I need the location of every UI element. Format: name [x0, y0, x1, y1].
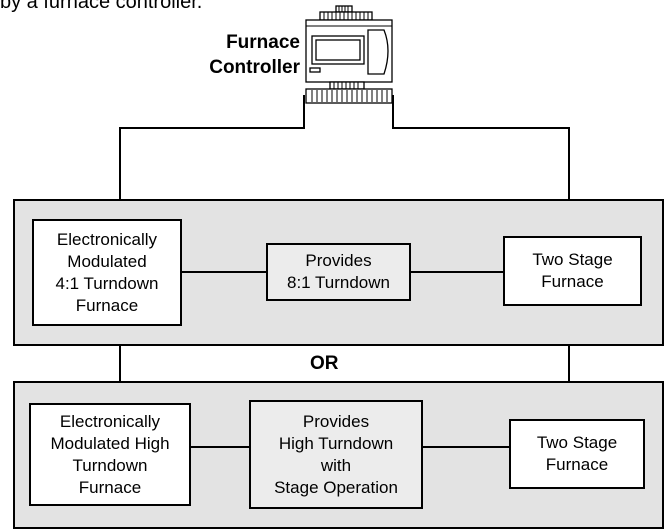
option-a-link-right: [409, 271, 505, 273]
or-separator: OR: [310, 353, 339, 374]
box-line: Modulated: [67, 251, 147, 271]
box-line: Furnace: [78, 477, 142, 497]
option-a-link-left: [180, 271, 268, 273]
wire-controller-right-down: [392, 95, 394, 128]
box-line: Two Stage: [536, 433, 618, 452]
box-line: High Turndown: [278, 433, 394, 453]
box-line: Furnace: [545, 455, 609, 474]
box-line: with: [320, 455, 352, 475]
box-line: Provides: [302, 411, 370, 431]
wire-controller-left-down: [303, 95, 305, 128]
box-line: 4:1 Turndown: [55, 273, 159, 293]
wire-right-vertical: [568, 127, 570, 200]
box-line: Electronically: [59, 411, 161, 431]
option-b-provides-box: Provides High Turndown with Stage Operat…: [249, 400, 423, 509]
option-a-modulated-furnace-box: Electronically Modulated 4:1 Turndown Fu…: [32, 219, 182, 326]
furnace-controller-device-icon: [305, 5, 393, 104]
box-line: Provides: [305, 251, 372, 270]
box-line: Furnace: [75, 295, 139, 315]
option-b-modulated-furnace-box: Electronically Modulated High Turndown F…: [29, 403, 191, 506]
box-line: Turndown: [72, 455, 148, 475]
wire-left-vertical: [119, 127, 121, 200]
box-line: Electronically: [56, 229, 158, 249]
controller-label-line1: Furnace: [226, 32, 300, 53]
box-line: Two Stage: [532, 250, 613, 269]
wire-right-horizontal: [392, 127, 570, 129]
controller-label-line2: Controller: [209, 57, 300, 78]
box-line: Modulated High: [50, 433, 170, 453]
option-a-provides-box: Provides 8:1 Turndown: [266, 243, 411, 301]
box-line: Furnace: [541, 272, 604, 291]
option-b-two-stage-furnace-box: Two Stage Furnace: [509, 419, 645, 489]
option-b-link-left: [189, 446, 251, 448]
wire-between-left: [119, 344, 121, 382]
caption-text: by a furnace controller.: [0, 0, 203, 13]
wire-between-right: [568, 344, 570, 382]
box-line: 8:1 Turndown: [286, 273, 390, 292]
option-a-two-stage-furnace-box: Two Stage Furnace: [503, 236, 642, 306]
option-b-link-right: [421, 446, 511, 448]
wire-left-horizontal: [119, 127, 305, 129]
controller-label: Furnace Controller: [170, 30, 300, 80]
box-line: Stage Operation: [274, 477, 398, 497]
